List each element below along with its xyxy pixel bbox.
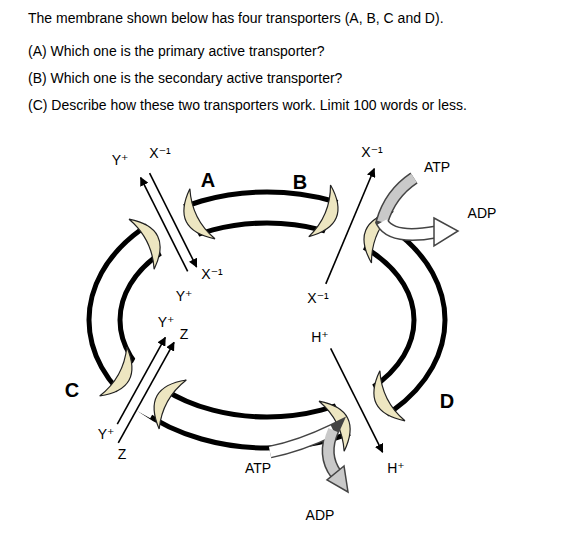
molecule-label: H⁺: [387, 460, 405, 476]
energy-label: ATP: [424, 159, 450, 175]
molecule-label: H⁺: [311, 329, 329, 345]
transporter-letter: C: [65, 379, 79, 402]
arrow-band: [382, 222, 436, 234]
energy-label: ATP: [245, 460, 271, 476]
arrow-band: [382, 178, 414, 222]
transporter-crescent: [174, 189, 215, 247]
molecule-label: Y⁺: [158, 314, 175, 330]
flux-arrow: [326, 169, 374, 284]
transporter-letter: B: [293, 171, 307, 194]
molecule-label: Z: [118, 446, 127, 462]
question-text: The membrane shown below has four transp…: [28, 10, 444, 26]
question-text: (B) Which one is the secondary active tr…: [28, 70, 342, 86]
transporter-crescent: [143, 371, 186, 429]
transporter-letter: D: [440, 390, 454, 413]
molecule-label: X⁻¹: [361, 144, 382, 160]
atp-hydrolysis-arrow: [382, 178, 458, 246]
energy-label: ADP: [306, 507, 335, 523]
transporter-crescent: [100, 347, 143, 405]
arrow-outline: [382, 178, 436, 234]
flux-arrow: [150, 173, 197, 267]
energy-label: ADP: [468, 205, 497, 221]
molecule-label: X⁻¹: [149, 145, 170, 161]
arrow-outline: [270, 430, 336, 474]
transporter-symbol: [300, 333, 413, 467]
transporter-crescent: [364, 371, 405, 429]
molecule-label: X⁻¹: [307, 290, 328, 306]
atp-hydrolysis-arrow: [270, 430, 348, 492]
molecule-label: Y⁺: [112, 152, 129, 168]
transporter-symbol: [115, 160, 223, 284]
flux-arrow: [117, 337, 165, 424]
arrow-head: [327, 466, 348, 492]
membrane-outer-line: [89, 192, 445, 448]
flux-arrow: [118, 342, 174, 443]
question-text: (A) Which one is the primary active tran…: [28, 43, 324, 59]
flux-arrow: [141, 178, 188, 272]
molecule-label: X⁻¹: [201, 266, 222, 282]
transporter-letter: A: [201, 169, 215, 192]
molecule-label: Z: [180, 326, 189, 342]
arrow-band: [328, 430, 336, 474]
transporter-crescent: [129, 211, 170, 269]
question-text: (C) Describe how these two transporters …: [28, 97, 467, 113]
transporter-crescent: [309, 185, 347, 244]
transporter-symbol: [84, 323, 199, 457]
molecule-label: Y⁺: [98, 426, 115, 442]
arrow-head: [434, 218, 458, 246]
flux-arrow: [331, 348, 383, 452]
molecule-label: Y⁺: [176, 288, 193, 304]
